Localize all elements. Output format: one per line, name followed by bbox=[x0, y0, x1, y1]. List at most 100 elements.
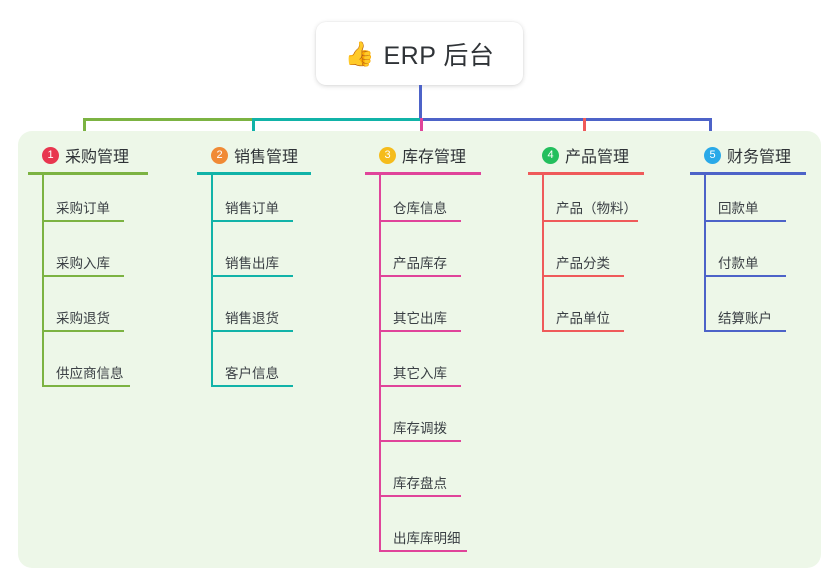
branch-header-3[interactable]: 3 库存管理 bbox=[365, 143, 481, 167]
branch-item-label: 付款单 bbox=[718, 256, 759, 271]
branch-item-underline bbox=[704, 330, 786, 332]
branch-item-underline bbox=[379, 550, 467, 552]
branch-item[interactable]: 出库库明细 bbox=[365, 505, 481, 560]
branch-item[interactable]: 回款单 bbox=[690, 175, 806, 230]
branch-item[interactable]: 库存调拨 bbox=[365, 395, 481, 450]
branch-items: 回款单付款单结算账户 bbox=[690, 175, 806, 340]
branch-spine bbox=[542, 175, 544, 332]
branch-item[interactable]: 其它入库 bbox=[365, 340, 481, 395]
branch-item-label: 销售出库 bbox=[225, 256, 279, 271]
branch-title: 财务管理 bbox=[727, 149, 792, 166]
branch-item[interactable]: 销售出库 bbox=[197, 230, 311, 285]
branch-header-1[interactable]: 1 采购管理 bbox=[28, 143, 148, 167]
branch-item[interactable]: 其它出库 bbox=[365, 285, 481, 340]
connector-bar-segment-3 bbox=[420, 118, 712, 121]
branch-item[interactable]: 采购入库 bbox=[28, 230, 148, 285]
branch-item-label: 结算账户 bbox=[718, 311, 772, 326]
branch-item-underline bbox=[704, 275, 786, 277]
branch-header-2[interactable]: 2 销售管理 bbox=[197, 143, 311, 167]
root-node[interactable]: 👍 ERP 后台 bbox=[316, 22, 523, 85]
branch-item-underline bbox=[542, 330, 624, 332]
branch-item-underline bbox=[379, 220, 461, 222]
branch-item-label: 其它出库 bbox=[393, 311, 447, 326]
branch-item-label: 客户信息 bbox=[225, 366, 279, 381]
root-title: ERP 后台 bbox=[383, 41, 495, 70]
branch-title: 采购管理 bbox=[65, 149, 130, 166]
branch-item-label: 采购退货 bbox=[56, 311, 110, 326]
branch-item-label: 库存调拨 bbox=[393, 421, 447, 436]
branch-item-underline bbox=[542, 275, 624, 277]
branch-items: 产品（物料） 产品分类产品单位 bbox=[528, 175, 644, 340]
branch-item[interactable]: 仓库信息 bbox=[365, 175, 481, 230]
branch-underline bbox=[197, 172, 311, 175]
branch-item-label: 采购订单 bbox=[56, 201, 110, 216]
branch-item-underline bbox=[211, 220, 293, 222]
branch-item-label: 产品单位 bbox=[556, 311, 610, 326]
branch-column-1: 1 采购管理采购订单采购入库采购退货供应商信息 bbox=[28, 143, 148, 395]
branch-item-label: 采购入库 bbox=[56, 256, 110, 271]
branch-spine bbox=[211, 175, 213, 387]
branch-item[interactable]: 销售退货 bbox=[197, 285, 311, 340]
branch-item-label: 库存盘点 bbox=[393, 476, 447, 491]
branch-item[interactable]: 库存盘点 bbox=[365, 450, 481, 505]
branch-item-label: 销售订单 bbox=[225, 201, 279, 216]
branch-spine bbox=[379, 175, 381, 552]
branch-underline bbox=[528, 172, 644, 175]
branch-item[interactable]: 结算账户 bbox=[690, 285, 806, 340]
branch-item[interactable]: 采购退货 bbox=[28, 285, 148, 340]
branch-item-underline bbox=[542, 220, 638, 222]
branch-number-badge: 4 bbox=[542, 146, 559, 164]
branch-item-label: 仓库信息 bbox=[393, 201, 447, 216]
branch-title: 销售管理 bbox=[234, 149, 299, 166]
branch-item-label: 产品（物料） bbox=[556, 201, 637, 216]
branch-item-underline bbox=[379, 330, 461, 332]
branch-item-underline bbox=[42, 275, 124, 277]
connector-trunk bbox=[419, 85, 422, 121]
branch-column-4: 4 产品管理产品（物料） 产品分类产品单位 bbox=[528, 143, 644, 340]
branch-column-2: 2 销售管理销售订单销售出库销售退货客户信息 bbox=[197, 143, 311, 395]
branch-number-badge: 2 bbox=[211, 146, 228, 164]
branch-item-label: 产品库存 bbox=[393, 256, 447, 271]
branch-items: 采购订单采购入库采购退货供应商信息 bbox=[28, 175, 148, 395]
branch-item-underline bbox=[42, 220, 124, 222]
branch-title: 库存管理 bbox=[402, 149, 467, 166]
branch-underline bbox=[28, 172, 148, 175]
branch-item-underline bbox=[379, 495, 461, 497]
branch-item-underline bbox=[211, 385, 293, 387]
branch-item-underline bbox=[42, 330, 124, 332]
branch-header-4[interactable]: 4 产品管理 bbox=[528, 143, 644, 167]
branch-item-underline bbox=[379, 440, 461, 442]
branch-item[interactable]: 产品（物料） bbox=[528, 175, 644, 230]
branch-item[interactable]: 供应商信息 bbox=[28, 340, 148, 395]
branch-item-label: 产品分类 bbox=[556, 256, 610, 271]
branch-underline bbox=[690, 172, 806, 175]
branch-item[interactable]: 采购订单 bbox=[28, 175, 148, 230]
branch-items: 仓库信息产品库存其它出库其它入库库存调拨库存盘点出库库明细 bbox=[365, 175, 481, 560]
branch-item-underline bbox=[42, 385, 130, 387]
branch-item[interactable]: 客户信息 bbox=[197, 340, 311, 395]
branch-column-3: 3 库存管理仓库信息产品库存其它出库其它入库库存调拨库存盘点出库库明细 bbox=[365, 143, 481, 560]
branch-items: 销售订单销售出库销售退货客户信息 bbox=[197, 175, 311, 395]
branch-underline bbox=[365, 172, 481, 175]
branch-spine bbox=[704, 175, 706, 332]
branch-item-underline bbox=[211, 275, 293, 277]
branch-item-underline bbox=[379, 385, 461, 387]
branch-item-label: 销售退货 bbox=[225, 311, 279, 326]
branch-item-underline bbox=[704, 220, 786, 222]
branch-item-label: 其它入库 bbox=[393, 366, 447, 381]
connector-bar-segment-1 bbox=[83, 118, 255, 121]
branch-number-badge: 3 bbox=[379, 146, 396, 164]
branch-item[interactable]: 付款单 bbox=[690, 230, 806, 285]
branch-number-badge: 1 bbox=[42, 146, 59, 164]
branch-item[interactable]: 产品库存 bbox=[365, 230, 481, 285]
branch-item[interactable]: 销售订单 bbox=[197, 175, 311, 230]
connector-bar-segment-2 bbox=[252, 118, 423, 121]
branch-spine bbox=[42, 175, 44, 387]
branch-item[interactable]: 产品单位 bbox=[528, 285, 644, 340]
branch-item-label: 出库库明细 bbox=[393, 531, 461, 546]
thumbs-up-icon: 👍 bbox=[344, 40, 375, 68]
branch-item[interactable]: 产品分类 bbox=[528, 230, 644, 285]
branch-title: 产品管理 bbox=[565, 149, 630, 166]
